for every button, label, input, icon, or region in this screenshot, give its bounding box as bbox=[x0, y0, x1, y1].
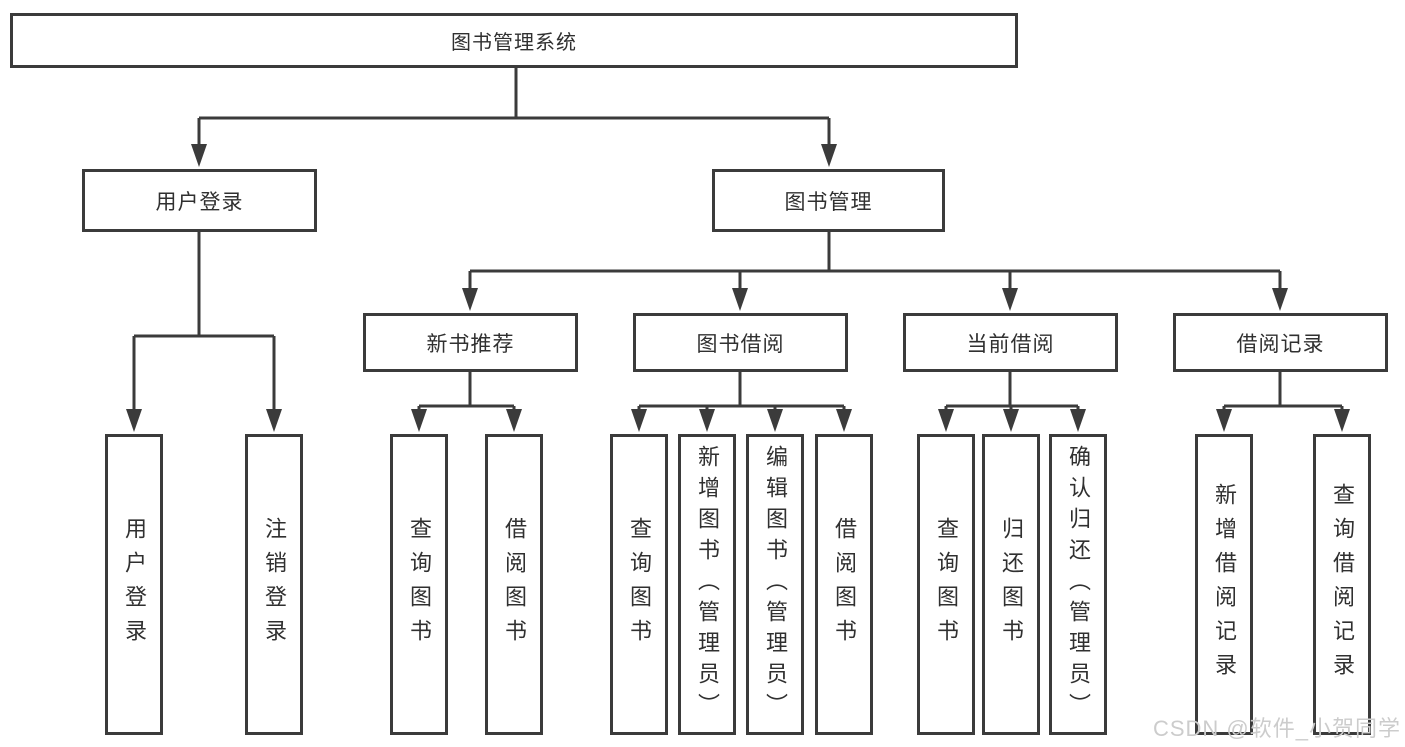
node-root-library-system: 图书管理系统 bbox=[10, 13, 1018, 68]
leaf-query-borrow-record: 查询借阅记录 bbox=[1313, 434, 1371, 735]
node-user-login: 用户登录 bbox=[82, 169, 317, 232]
leaf-query-books-recommend: 查询图书 bbox=[390, 434, 448, 735]
connector-strokes bbox=[132, 68, 1344, 412]
node-new-book-recommend: 新书推荐 bbox=[363, 313, 578, 372]
leaf-borrow-books: 借阅图书 bbox=[815, 434, 873, 735]
leaf-query-books-current: 查询图书 bbox=[917, 434, 975, 735]
arrowheads bbox=[126, 144, 1350, 432]
leaf-edit-books-admin: 编辑图书（管理员） bbox=[746, 434, 804, 735]
leaf-add-books-admin: 新增图书（管理员） bbox=[678, 434, 736, 735]
leaf-query-books-borrow: 查询图书 bbox=[610, 434, 668, 735]
leaf-user-login: 用户登录 bbox=[105, 434, 163, 735]
leaf-logout: 注销登录 bbox=[245, 434, 303, 735]
node-current-borrow: 当前借阅 bbox=[903, 313, 1118, 372]
leaf-return-books: 归还图书 bbox=[982, 434, 1040, 735]
node-borrow-records: 借阅记录 bbox=[1173, 313, 1388, 372]
node-book-borrow: 图书借阅 bbox=[633, 313, 848, 372]
csdn-watermark: CSDN @软件_小贺同学 bbox=[1152, 716, 1401, 741]
leaf-borrow-books-recommend: 借阅图书 bbox=[485, 434, 543, 735]
leaf-add-borrow-record: 新增借阅记录 bbox=[1195, 434, 1253, 735]
leaf-confirm-return-admin: 确认归还（管理员） bbox=[1049, 434, 1107, 735]
node-book-management: 图书管理 bbox=[712, 169, 945, 232]
